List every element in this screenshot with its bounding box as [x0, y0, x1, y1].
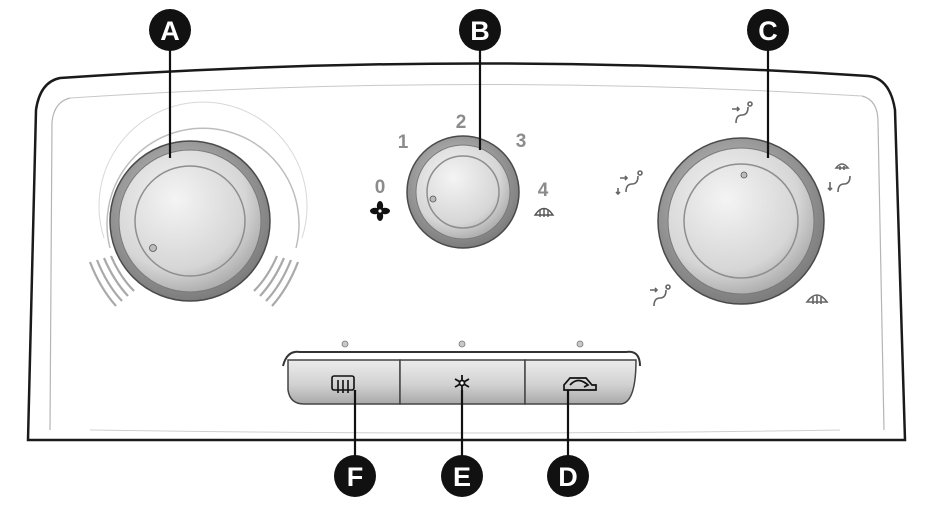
rear-heater-indicator-led	[341, 340, 349, 348]
fan-speed-label-0: 0	[375, 177, 386, 198]
max-defrost-icon	[533, 207, 555, 217]
air-conditioning-snowflake-icon	[454, 375, 470, 391]
fan-speed-label-2: 2	[456, 112, 467, 133]
callout-d: D	[547, 455, 589, 497]
callout-b-label: B	[470, 16, 490, 46]
button-strip	[282, 340, 641, 367]
callout-e: E	[441, 455, 483, 497]
temperature-scale-right-marks	[253, 255, 300, 307]
feet-icon	[650, 284, 671, 307]
air-recirculation-button[interactable]	[524, 359, 637, 405]
control-panel	[26, 62, 907, 442]
fan-speed-label-1: 1	[398, 132, 409, 153]
fan-icon	[370, 201, 390, 221]
callout-leader-lines	[168, 44, 770, 462]
air-distribution-pointer-dot	[740, 171, 748, 179]
air-conditioning-indicator-led	[458, 340, 466, 348]
recirculation-indicator-led	[576, 340, 584, 348]
face-and-feet-icon	[615, 170, 643, 196]
callout-c-label: C	[758, 16, 778, 46]
callout-b: B	[459, 9, 501, 51]
face-vent-icon	[732, 101, 753, 124]
windscreen-defrost-icon	[805, 294, 829, 304]
rear-window-heater-icon	[331, 375, 355, 393]
fan-speed-label-3: 3	[516, 131, 527, 152]
callout-a: A	[149, 9, 191, 51]
air-distribution-icons	[615, 101, 851, 307]
callout-f: F	[334, 455, 376, 497]
fan-speed-scale: 0 1 2 3 4	[370, 112, 555, 221]
fan-speed-knob[interactable]	[406, 135, 520, 249]
callout-c: C	[747, 9, 789, 51]
fan-speed-label-4: 4	[538, 180, 549, 201]
temperature-scale-left-marks	[88, 255, 135, 307]
callout-e-label: E	[453, 462, 471, 492]
temperature-pointer-dot	[149, 244, 157, 252]
callout-a-label: A	[160, 16, 180, 46]
callout-f-label: F	[347, 462, 364, 492]
callout-d-label: D	[558, 462, 578, 492]
rear-window-heater-button[interactable]	[287, 359, 401, 405]
air-recirculation-car-icon	[563, 377, 597, 391]
fan-speed-pointer-dot	[429, 195, 437, 203]
temperature-knob[interactable]	[88, 101, 308, 307]
air-distribution-knob[interactable]	[657, 137, 825, 305]
feet-and-windscreen-icon	[827, 163, 851, 193]
